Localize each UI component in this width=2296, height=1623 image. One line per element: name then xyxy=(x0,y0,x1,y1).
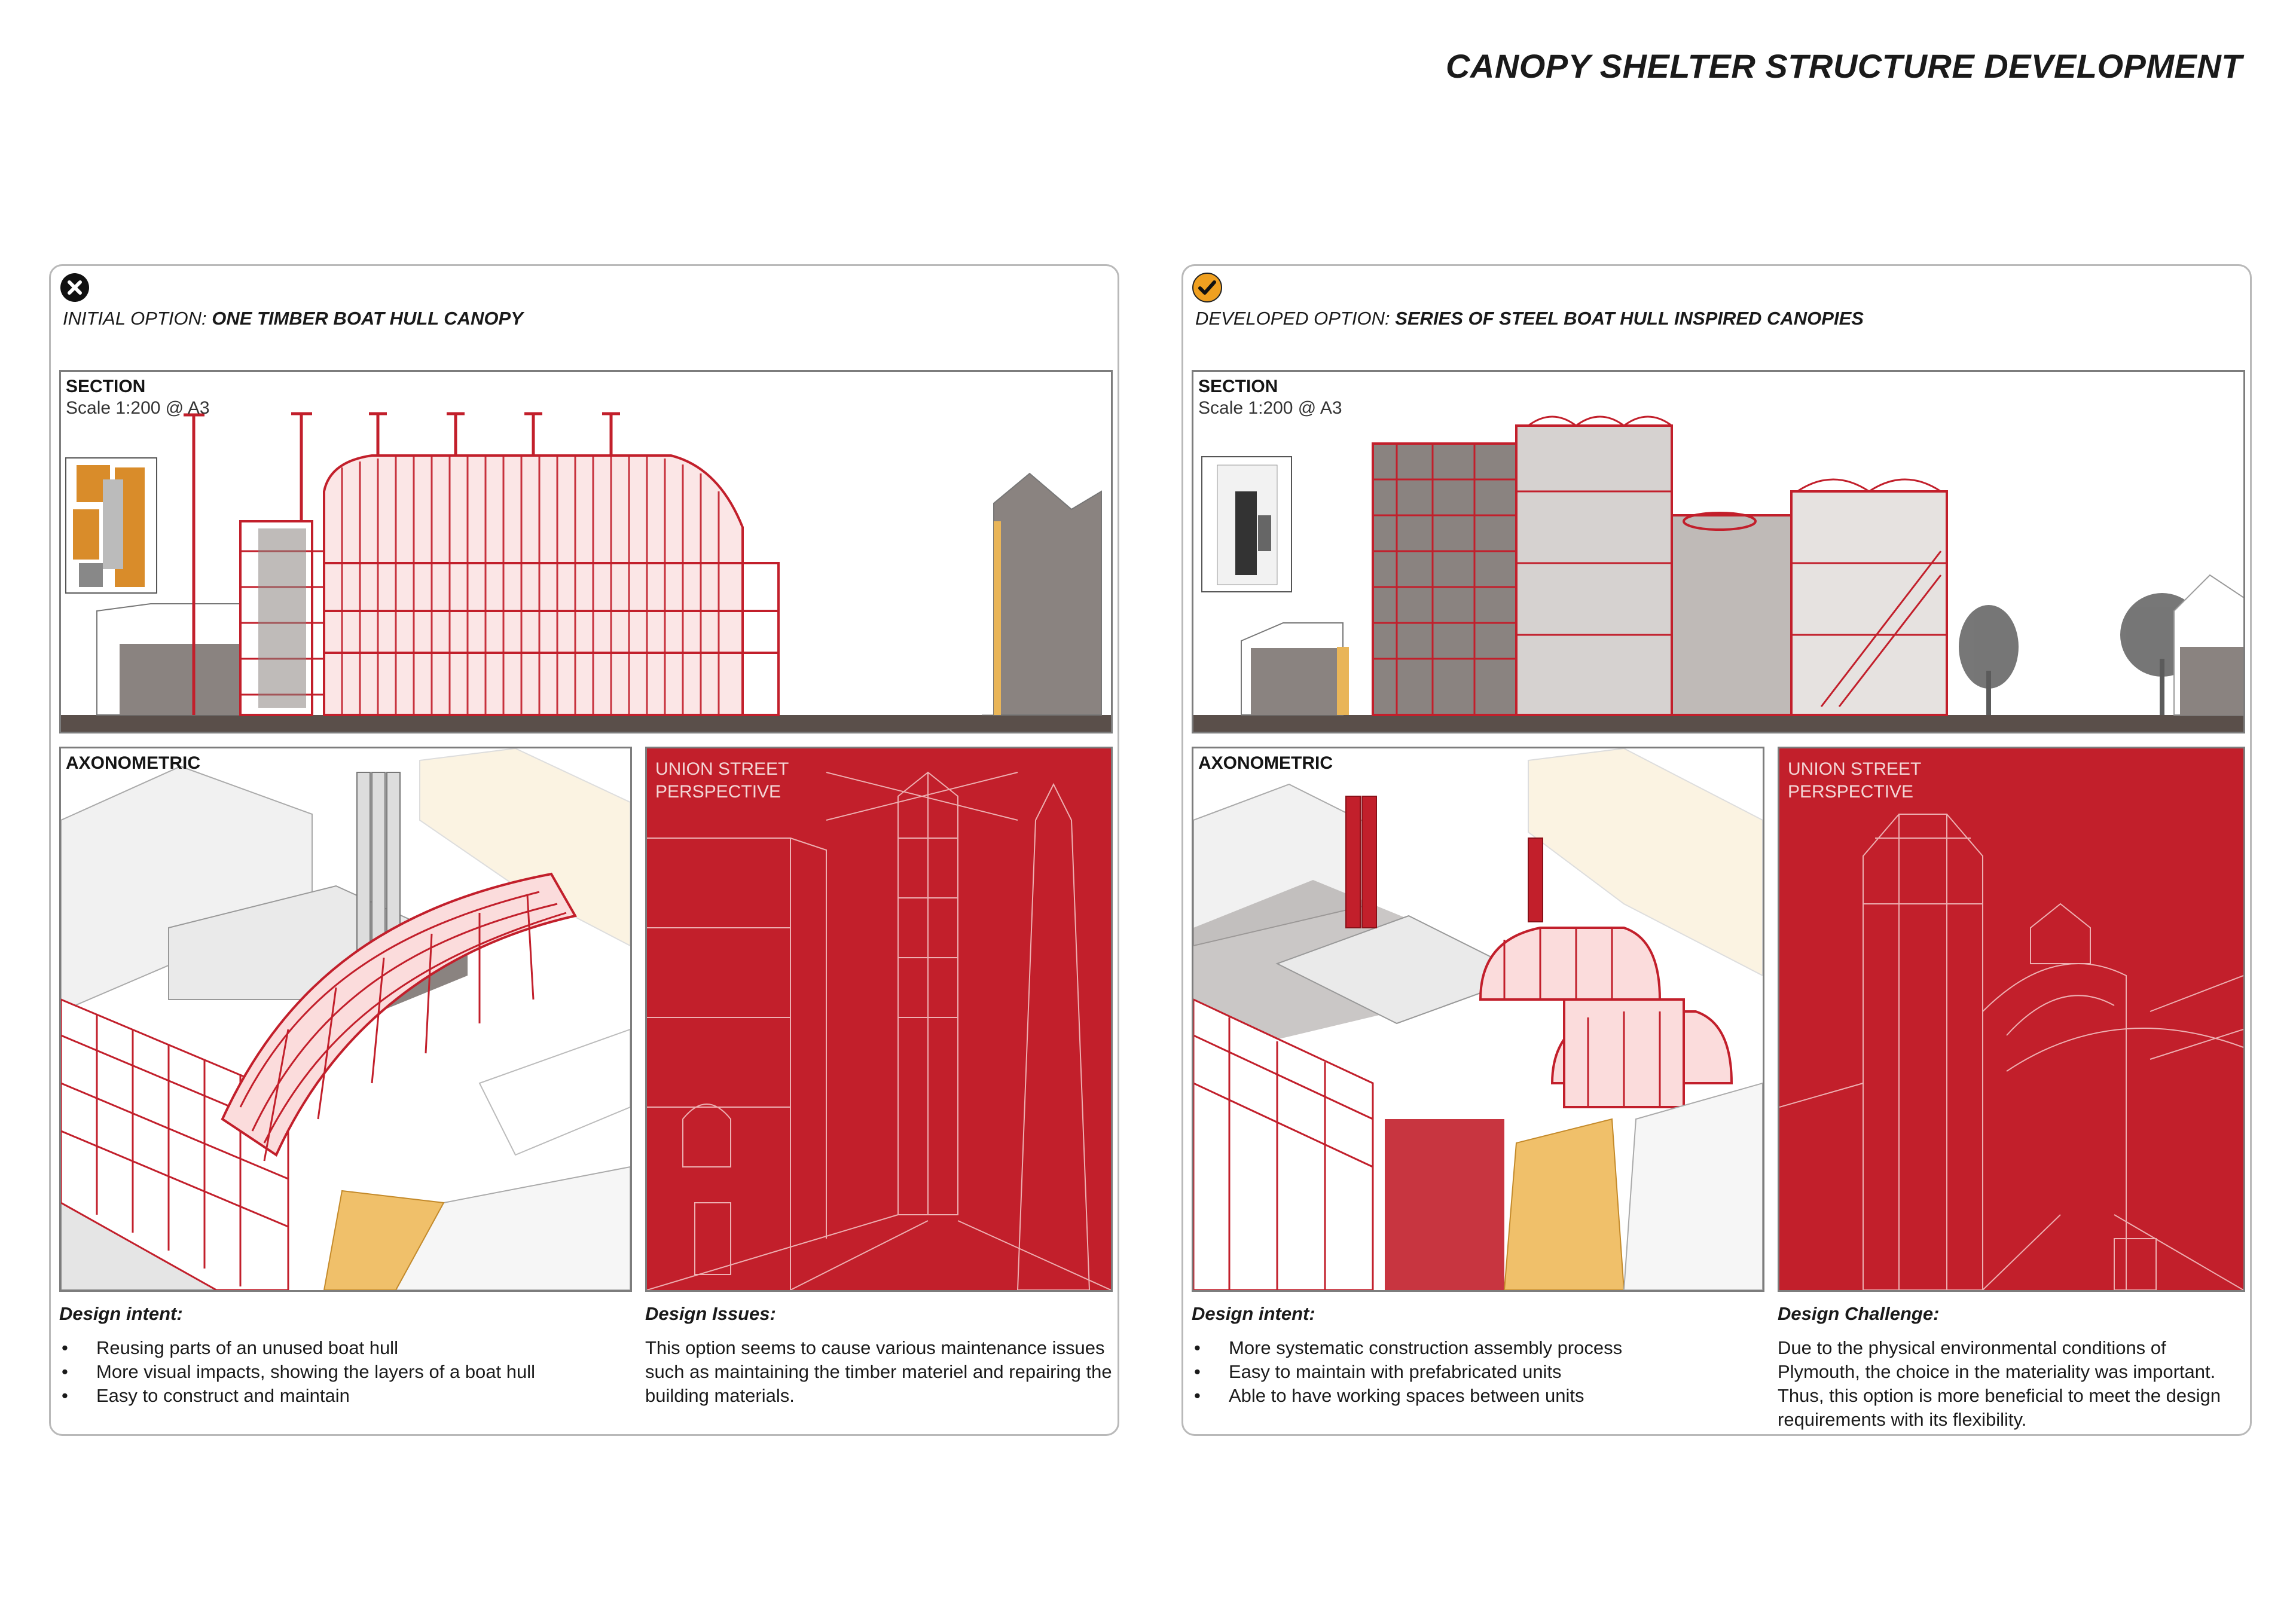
developed-option-panel: DEVELOPED OPTION: SERIES OF STEEL BOAT H… xyxy=(1181,264,2252,1436)
page-title: CANOPY SHELTER STRUCTURE DEVELOPMENT xyxy=(1445,47,2242,85)
perspective-illustration xyxy=(647,771,1111,1290)
design-intent-heading: Design intent: xyxy=(1192,1303,1315,1324)
key-plan-thumbnail xyxy=(1201,456,1292,592)
section-label: SECTION xyxy=(1198,377,1278,396)
design-intent-heading: Design intent: xyxy=(59,1303,183,1324)
axonometric-illustration xyxy=(1193,748,1763,1290)
axonometric-label: AXONOMETRIC xyxy=(66,753,200,773)
design-challenge-heading: Design Challenge: xyxy=(1778,1303,1940,1324)
design-intent-list: More systematic construction assembly pr… xyxy=(1192,1336,1766,1408)
list-item: Able to have working spaces between unit… xyxy=(1192,1384,1766,1408)
initial-option-panel: INITIAL OPTION: ONE TIMBER BOAT HULL CAN… xyxy=(49,264,1119,1436)
section-drawing: SECTION Scale 1:200 @ A3 xyxy=(1192,370,2245,733)
section-label: SECTION xyxy=(66,377,146,396)
list-item: Reusing parts of an unused boat hull xyxy=(59,1336,633,1360)
axonometric-drawing: AXONOMETRIC xyxy=(1192,747,1764,1292)
close-circle-icon xyxy=(60,273,89,302)
list-item: Easy to maintain with prefabricated unit… xyxy=(1192,1360,1766,1384)
list-item: Easy to construct and maintain xyxy=(59,1384,633,1408)
perspective-illustration xyxy=(1779,814,2243,1290)
list-item: More systematic construction assembly pr… xyxy=(1192,1336,1766,1360)
option-heading: DEVELOPED OPTION: SERIES OF STEEL BOAT H… xyxy=(1195,308,1864,329)
section-illustration xyxy=(1193,415,2243,732)
design-issues-heading: Design Issues: xyxy=(645,1303,776,1324)
section-drawing: SECTION Scale 1:200 @ A3 xyxy=(59,370,1113,733)
scale-label: Scale 1:200 @ A3 xyxy=(1198,398,1342,418)
key-plan-thumbnail xyxy=(65,457,157,594)
axonometric-illustration xyxy=(61,748,630,1290)
check-circle-icon xyxy=(1192,273,1222,302)
list-item: More visual impacts, showing the layers … xyxy=(59,1360,633,1384)
scale-label: Scale 1:200 @ A3 xyxy=(66,398,210,418)
design-challenge-text: Due to the physical environmental condit… xyxy=(1778,1337,2221,1430)
design-issues-text: This option seems to cause various maint… xyxy=(645,1337,1112,1406)
axonometric-drawing: AXONOMETRIC xyxy=(59,747,632,1292)
design-intent-list: Reusing parts of an unused boat hull Mor… xyxy=(59,1336,633,1408)
section-illustration xyxy=(61,412,1111,732)
axonometric-label: AXONOMETRIC xyxy=(1198,753,1333,773)
option-heading: INITIAL OPTION: ONE TIMBER BOAT HULL CAN… xyxy=(63,308,523,329)
